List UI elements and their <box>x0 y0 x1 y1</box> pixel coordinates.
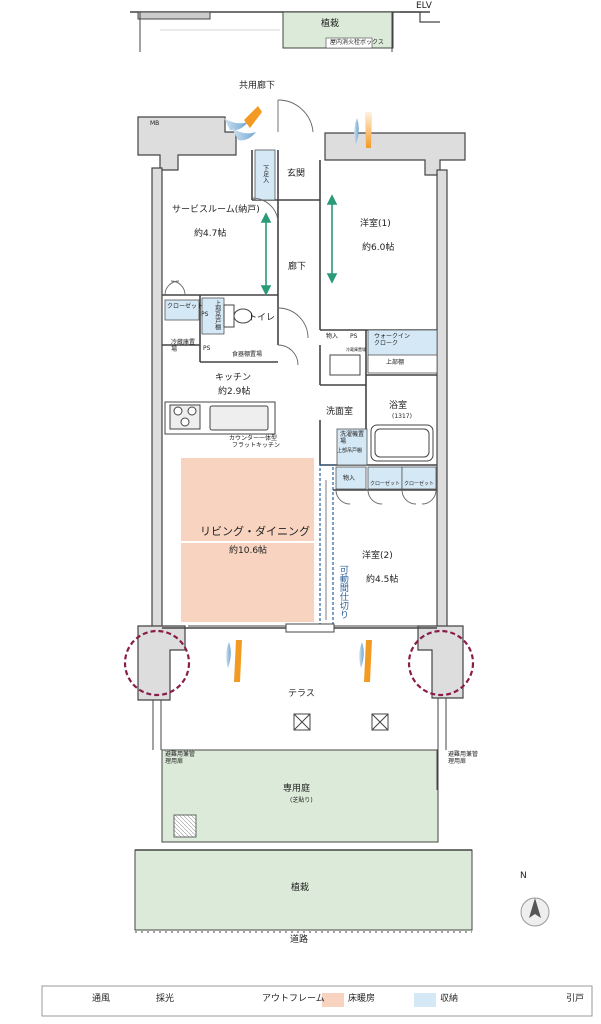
living-label: リビング・ダイニング <box>200 525 310 538</box>
terrace-label: テラス <box>288 689 315 699</box>
western2-label: 洋室(2) <box>362 551 393 561</box>
private-garden-sub: (芝貼り) <box>290 797 313 804</box>
planting-top-label: 植栽 <box>321 19 340 29</box>
legend-ventilation: 通風 <box>92 994 111 1004</box>
closet-small <box>164 299 200 321</box>
road-label: 道路 <box>290 935 309 945</box>
shoe-box <box>254 149 276 201</box>
outer-walls <box>137 116 466 701</box>
storage-in2-label: 物入 <box>343 475 356 482</box>
washroom-label: 洗面室 <box>326 407 354 417</box>
toilet-label: トイレ <box>248 313 276 323</box>
floor-heating-area <box>181 458 314 622</box>
upper-shelf-ps-label: 上部吊戸棚 <box>213 300 221 330</box>
legend <box>41 985 593 1017</box>
legend-floor-heating: 床暖房 <box>348 994 376 1004</box>
upper-shelf-label: 上部棚 <box>386 359 405 366</box>
service-room-size: 約4.7帖 <box>194 229 227 239</box>
shoe-box-label: 下足入 <box>261 165 269 183</box>
planting-bottom-label: 植栽 <box>291 883 310 893</box>
legend-storage-swatch <box>414 993 436 1007</box>
walkin-label: ウォークインクローク <box>374 333 411 347</box>
private-garden-label: 専用庭 <box>283 784 311 794</box>
movable-partition-label: 可動間仕切り <box>337 565 348 619</box>
legend-floor-heating-swatch <box>322 993 344 1007</box>
toilet-fixture <box>223 304 253 328</box>
ps-kitchen-label: PS <box>203 345 211 352</box>
fridge-label: 冷蔵庫置場 <box>171 339 196 353</box>
hallway-label: 廊下 <box>288 262 307 272</box>
washer-space <box>336 428 368 466</box>
storage-in2 <box>335 466 367 490</box>
legend-sliding-door: 引戸 <box>566 994 585 1004</box>
living-size: 約10.6帖 <box>229 546 268 556</box>
kitchen-label: キッチン <box>215 373 252 383</box>
closet1-label: クローゼット <box>370 481 401 487</box>
western1-size: 約6.0帖 <box>362 243 395 253</box>
north-label: N <box>520 871 527 881</box>
legend-storage: 収納 <box>440 994 459 1004</box>
mb-label: MB <box>150 120 160 127</box>
movable-partition <box>319 464 334 631</box>
entrance-label: 玄関 <box>287 169 306 179</box>
closet2-label: クローゼット <box>404 481 435 487</box>
bathtub <box>370 424 434 462</box>
kitchen-counter <box>164 401 276 435</box>
western2-size: 約4.5帖 <box>366 575 399 585</box>
top-strip <box>130 11 440 52</box>
elv-label: ELV <box>416 1 432 11</box>
closet2 <box>401 466 437 490</box>
legend-daylight: 採光 <box>156 994 175 1004</box>
western1-label: 洋室(1) <box>360 219 391 229</box>
washer-label: 洗濯機置場 <box>340 431 365 445</box>
closet-small-label: クローゼット <box>167 303 204 310</box>
washer2-label: 上部吊戸棚 <box>337 448 363 454</box>
storage-in-label: 物入 <box>326 333 339 340</box>
ps-right-label: PS <box>350 333 358 340</box>
bath-size: (1317) <box>392 413 412 420</box>
planting-bottom <box>134 849 473 931</box>
meter-box-label: 屋内消火栓ボックス <box>330 39 384 46</box>
kitchen-size: 約2.9帖 <box>218 387 251 397</box>
counter-label: カウンター一体型 <box>229 435 278 442</box>
bath-label: 浴室 <box>389 401 408 411</box>
ps-top-label: PS <box>201 311 209 318</box>
dish-shelf-label: 食器棚置場 <box>232 351 263 358</box>
common-corridor-label: 共用廊下 <box>239 81 276 91</box>
legend-outframe: アウトフレーム <box>262 994 325 1004</box>
service-room-label: サービスルーム(納戸) <box>172 205 260 215</box>
fridge-box-label: 冷蔵庫置場 <box>346 347 366 352</box>
private-garden <box>161 749 439 843</box>
north-arrow <box>520 897 550 927</box>
evac-left-label: 避難用兼管理用扉 <box>165 751 196 765</box>
flat-kitchen-label: フラットキッチン <box>232 442 281 449</box>
terrace-fixtures <box>293 713 389 731</box>
evac-right-label: 避難用兼管理用扉 <box>448 751 479 765</box>
